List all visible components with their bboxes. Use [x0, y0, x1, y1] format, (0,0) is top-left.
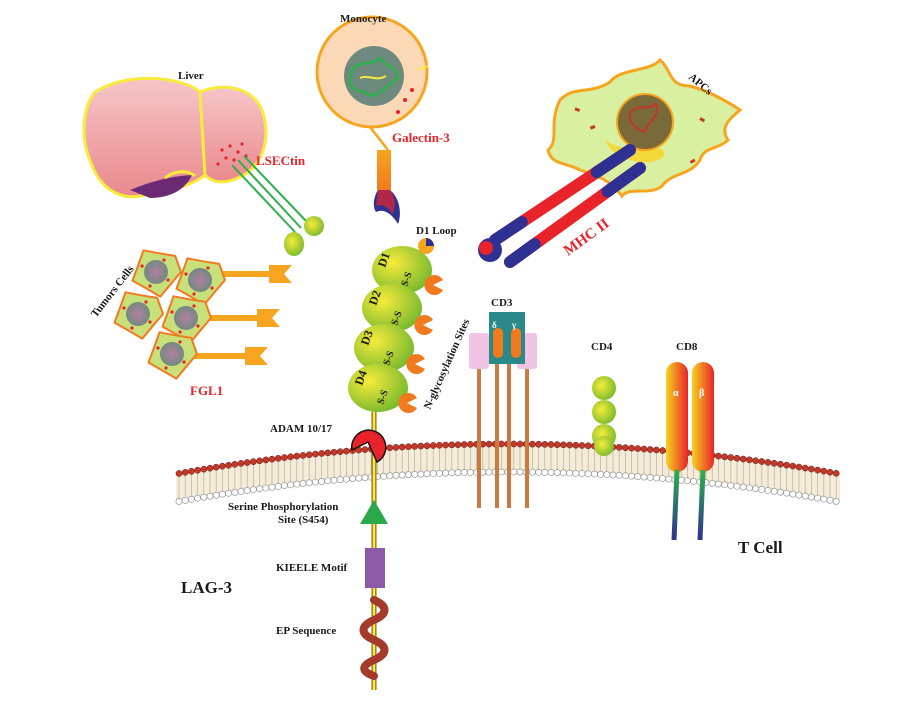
disulfide-label-1: S-S	[399, 270, 414, 288]
cd3-complex	[469, 312, 537, 508]
apc-illustration	[478, 57, 743, 268]
serine-site-label-line1: Serine Phosphorylation	[228, 501, 339, 513]
tumor-cells	[113, 249, 292, 380]
monocyte-illustration	[315, 15, 429, 224]
d1-label: D1	[375, 250, 393, 269]
cd8-receptor	[666, 362, 714, 541]
cd8-alpha-label: α	[673, 388, 679, 399]
d3-label: D3	[358, 328, 376, 347]
cd3-gamma-label: γ	[511, 320, 517, 330]
monocyte-label: Monocyte	[340, 13, 387, 25]
ep-sequence-label: EP Sequence	[276, 625, 337, 637]
cd8-label: CD8	[676, 341, 698, 353]
disulfide-label-3: S-S	[381, 349, 396, 367]
lag3-receptor	[348, 238, 443, 690]
d2-label: D2	[366, 288, 384, 307]
lsectin-label: LSECtin	[256, 153, 306, 168]
tcell-title: T Cell	[738, 538, 783, 557]
galectin3-label: Galectin-3	[392, 130, 450, 145]
cd3-label: CD3	[491, 297, 513, 309]
cd3-delta-label: δ	[492, 320, 497, 330]
fgl1-label: FGL1	[190, 383, 224, 398]
liver-illustration	[82, 76, 268, 199]
disulfide-label-4: S-S	[375, 388, 390, 406]
lsectin-receptor	[231, 155, 324, 256]
adam-label: ADAM 10/17	[270, 423, 333, 435]
kieele-label: KIEELE Motif	[276, 562, 348, 574]
d1-loop-label: D1 Loop	[416, 225, 457, 237]
serine-site-label-line2: Site (S454)	[278, 514, 329, 526]
cd4-receptor	[592, 376, 616, 545]
lag3-title: LAG-3	[181, 578, 232, 597]
disulfide-label-2: S-S	[389, 309, 404, 327]
liver-label: Liver	[178, 70, 204, 82]
cd4-label: CD4	[591, 341, 613, 353]
cd8-beta-label: β	[699, 388, 704, 399]
lag3-domains	[348, 246, 432, 412]
d4-label: D4	[352, 368, 370, 387]
